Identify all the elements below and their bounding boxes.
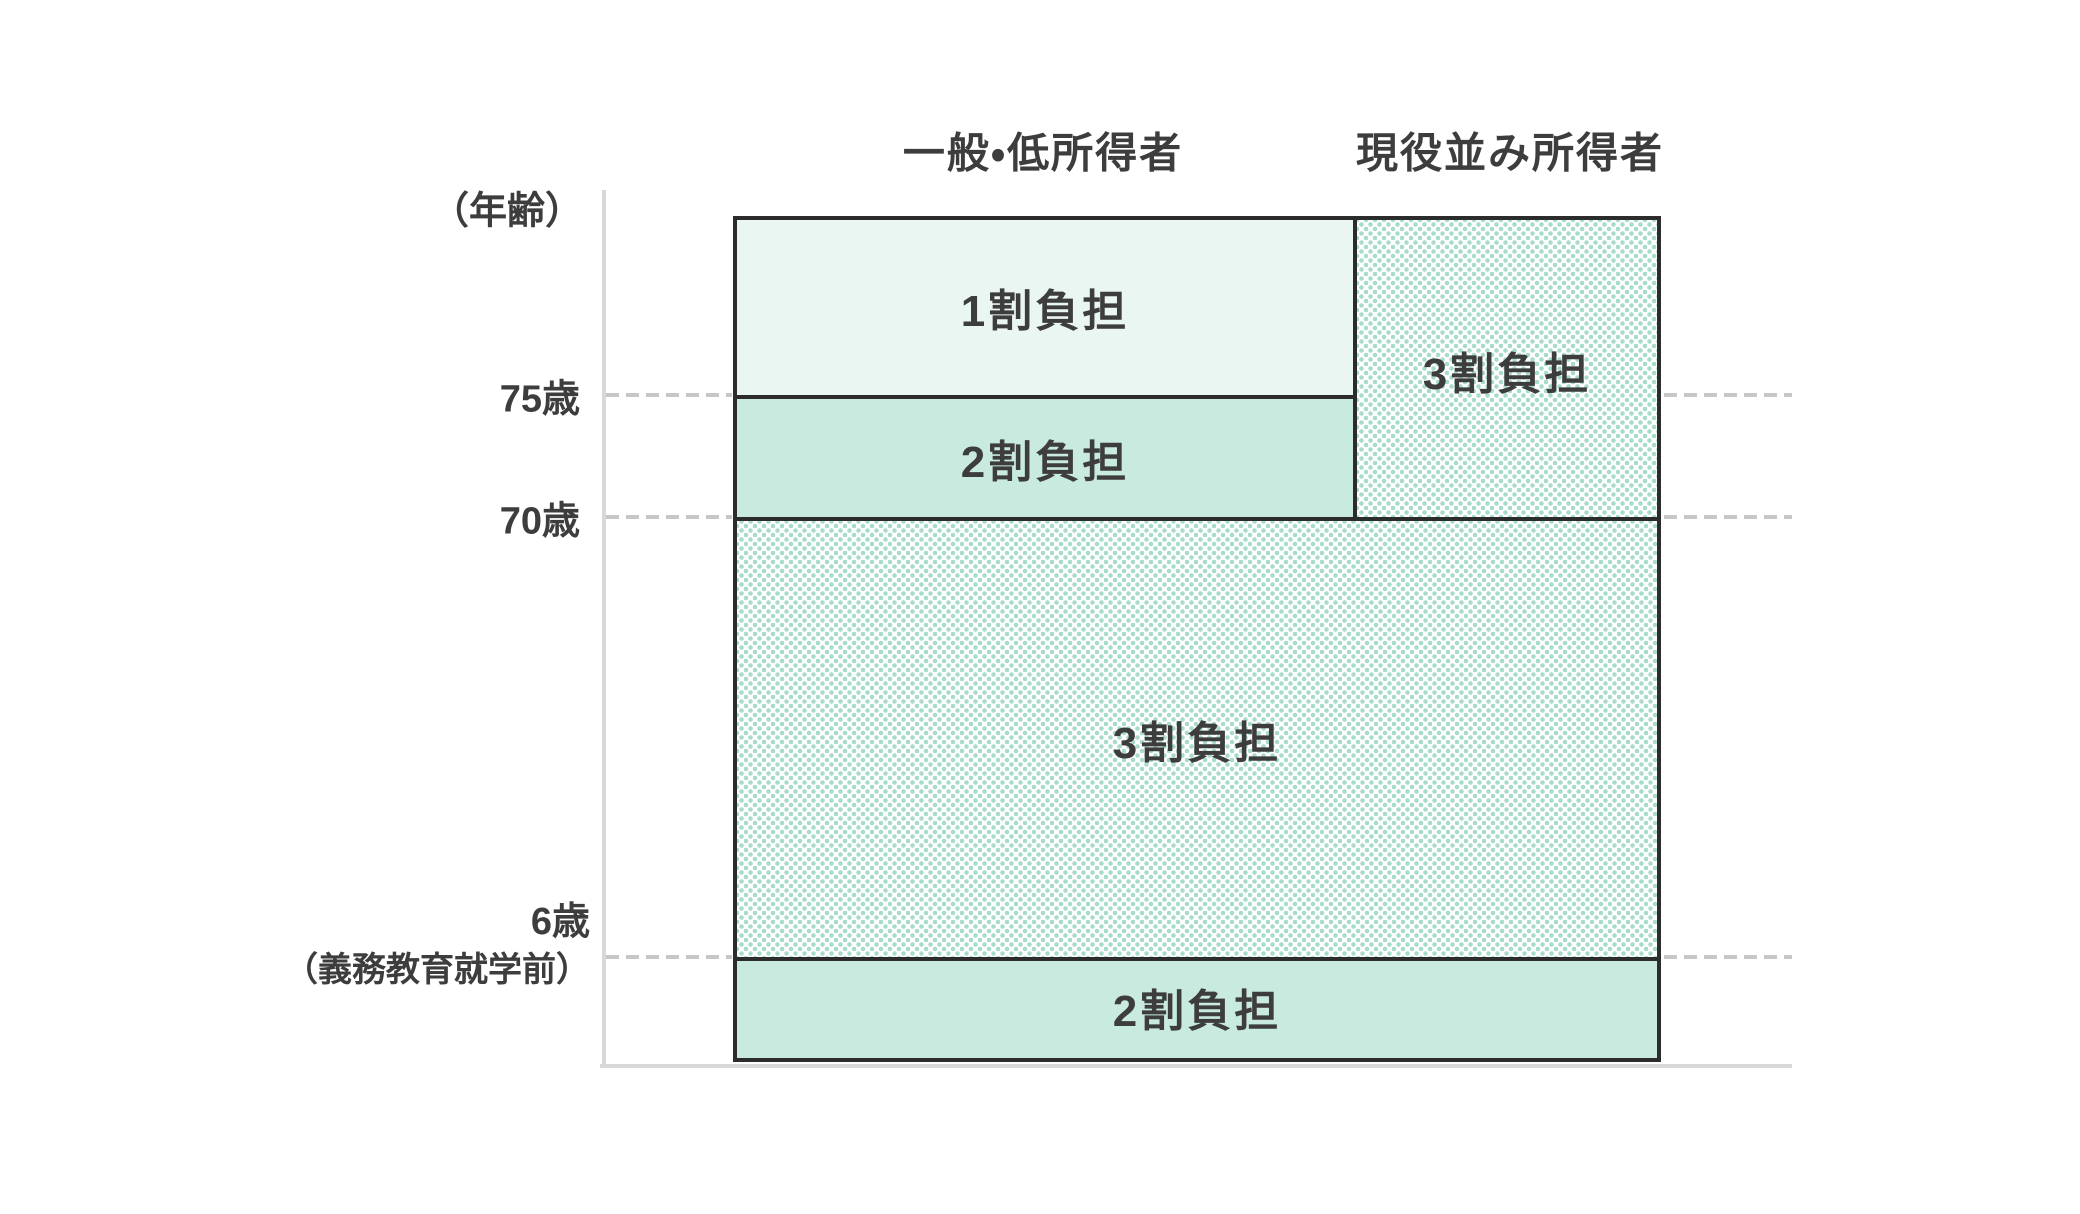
dashed-gridline-70-left (606, 515, 732, 519)
column-divider-line (1353, 220, 1357, 521)
region-fill-3wari-active (1357, 220, 1657, 521)
region-label-1wari-over75: 1割負担 (960, 287, 1130, 336)
dashed-gridline-6-left (606, 955, 732, 959)
region-fill-3wari-6-69 (737, 517, 1657, 961)
divider-line-75 (737, 395, 1357, 399)
tick-label-75: 75歳 (499, 378, 580, 421)
tick-label-6-sublabel: （義務教育就学前） (284, 951, 590, 989)
dashed-gridline-6-right (1664, 955, 1792, 959)
divider-line-6 (737, 957, 1657, 961)
region-label-3wari-active: 3割負担 (1422, 350, 1592, 399)
column-header-general-low-income: 一般・低所得者 (902, 129, 1184, 177)
divider-line-70 (737, 517, 1657, 521)
tick-label-6-main: 6歳 (530, 901, 590, 943)
dashed-gridline-75-left (606, 393, 732, 397)
region-fill-2wari-under6 (737, 957, 1657, 1058)
tick-label-6: 6歳 （義務教育就学前） (284, 898, 590, 994)
dashed-gridline-70-right (1664, 515, 1792, 519)
x-axis-line (600, 1064, 1792, 1068)
region-label-3wari-6-69: 3割負担 (1112, 719, 1282, 768)
column-header-active-level-income: 現役並み所得者 (1355, 129, 1665, 177)
diagram-box: 1割負担 2割負担 3割負担 3割負担 2割負担 (733, 216, 1661, 1062)
region-label-2wari-70-74: 2割負担 (960, 438, 1130, 487)
region-fill-2wari-70-74 (737, 395, 1357, 521)
tick-label-70: 70歳 (499, 500, 580, 543)
dashed-gridline-75-right (1664, 393, 1792, 397)
y-axis-title: （年齢） (430, 190, 583, 233)
region-label-2wari-under6: 2割負担 (1112, 987, 1282, 1036)
y-axis-line (602, 190, 606, 1068)
region-fill-1wari-over75 (737, 220, 1357, 399)
